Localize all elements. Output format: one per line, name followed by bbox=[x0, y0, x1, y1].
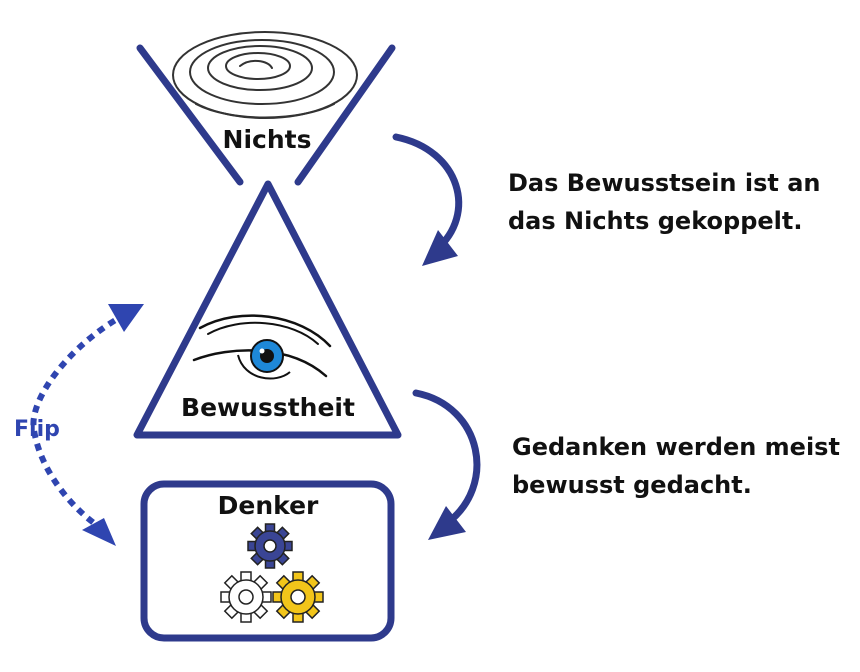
awareness-node: Bewusstheit bbox=[133, 180, 402, 439]
nothing-node: Nichts bbox=[136, 31, 396, 186]
gear-white-icon bbox=[220, 571, 272, 623]
thinker-label: Denker bbox=[218, 491, 319, 520]
arrowhead-icon bbox=[428, 506, 466, 540]
note-bottom-line2: bewusst gedacht. bbox=[512, 471, 752, 499]
nothing-label: Nichts bbox=[223, 125, 312, 154]
arrowhead-icon bbox=[422, 230, 458, 266]
arrow-awareness-to-thinker bbox=[412, 389, 481, 540]
triangle-shape bbox=[133, 180, 402, 439]
swirl-icon bbox=[172, 31, 358, 119]
gear-blue-icon bbox=[247, 523, 293, 569]
note-top-line1: Das Bewusstsein ist an bbox=[508, 169, 821, 197]
flip-arrow: Flip bbox=[14, 304, 144, 546]
note-top: Das Bewusstsein ist an das Nichts gekopp… bbox=[508, 164, 820, 240]
thinker-node: Denker bbox=[140, 480, 395, 642]
gear-yellow-icon bbox=[272, 571, 324, 623]
note-top-line2: das Nichts gekoppelt. bbox=[508, 207, 803, 235]
eye-icon bbox=[192, 314, 332, 380]
thinker-box bbox=[140, 480, 395, 642]
awareness-label: Bewusstheit bbox=[181, 393, 355, 422]
note-bottom-line1: Gedanken werden meist bbox=[512, 433, 840, 461]
gears-icon bbox=[220, 523, 324, 623]
note-bottom: Gedanken werden meist bewusst gedacht. bbox=[512, 428, 840, 504]
arrowhead-icon bbox=[82, 518, 116, 546]
funnel-shape bbox=[136, 44, 396, 186]
arrowhead-icon bbox=[108, 304, 144, 332]
flip-label: Flip bbox=[14, 417, 60, 442]
arrow-nothing-to-awareness bbox=[392, 133, 463, 266]
